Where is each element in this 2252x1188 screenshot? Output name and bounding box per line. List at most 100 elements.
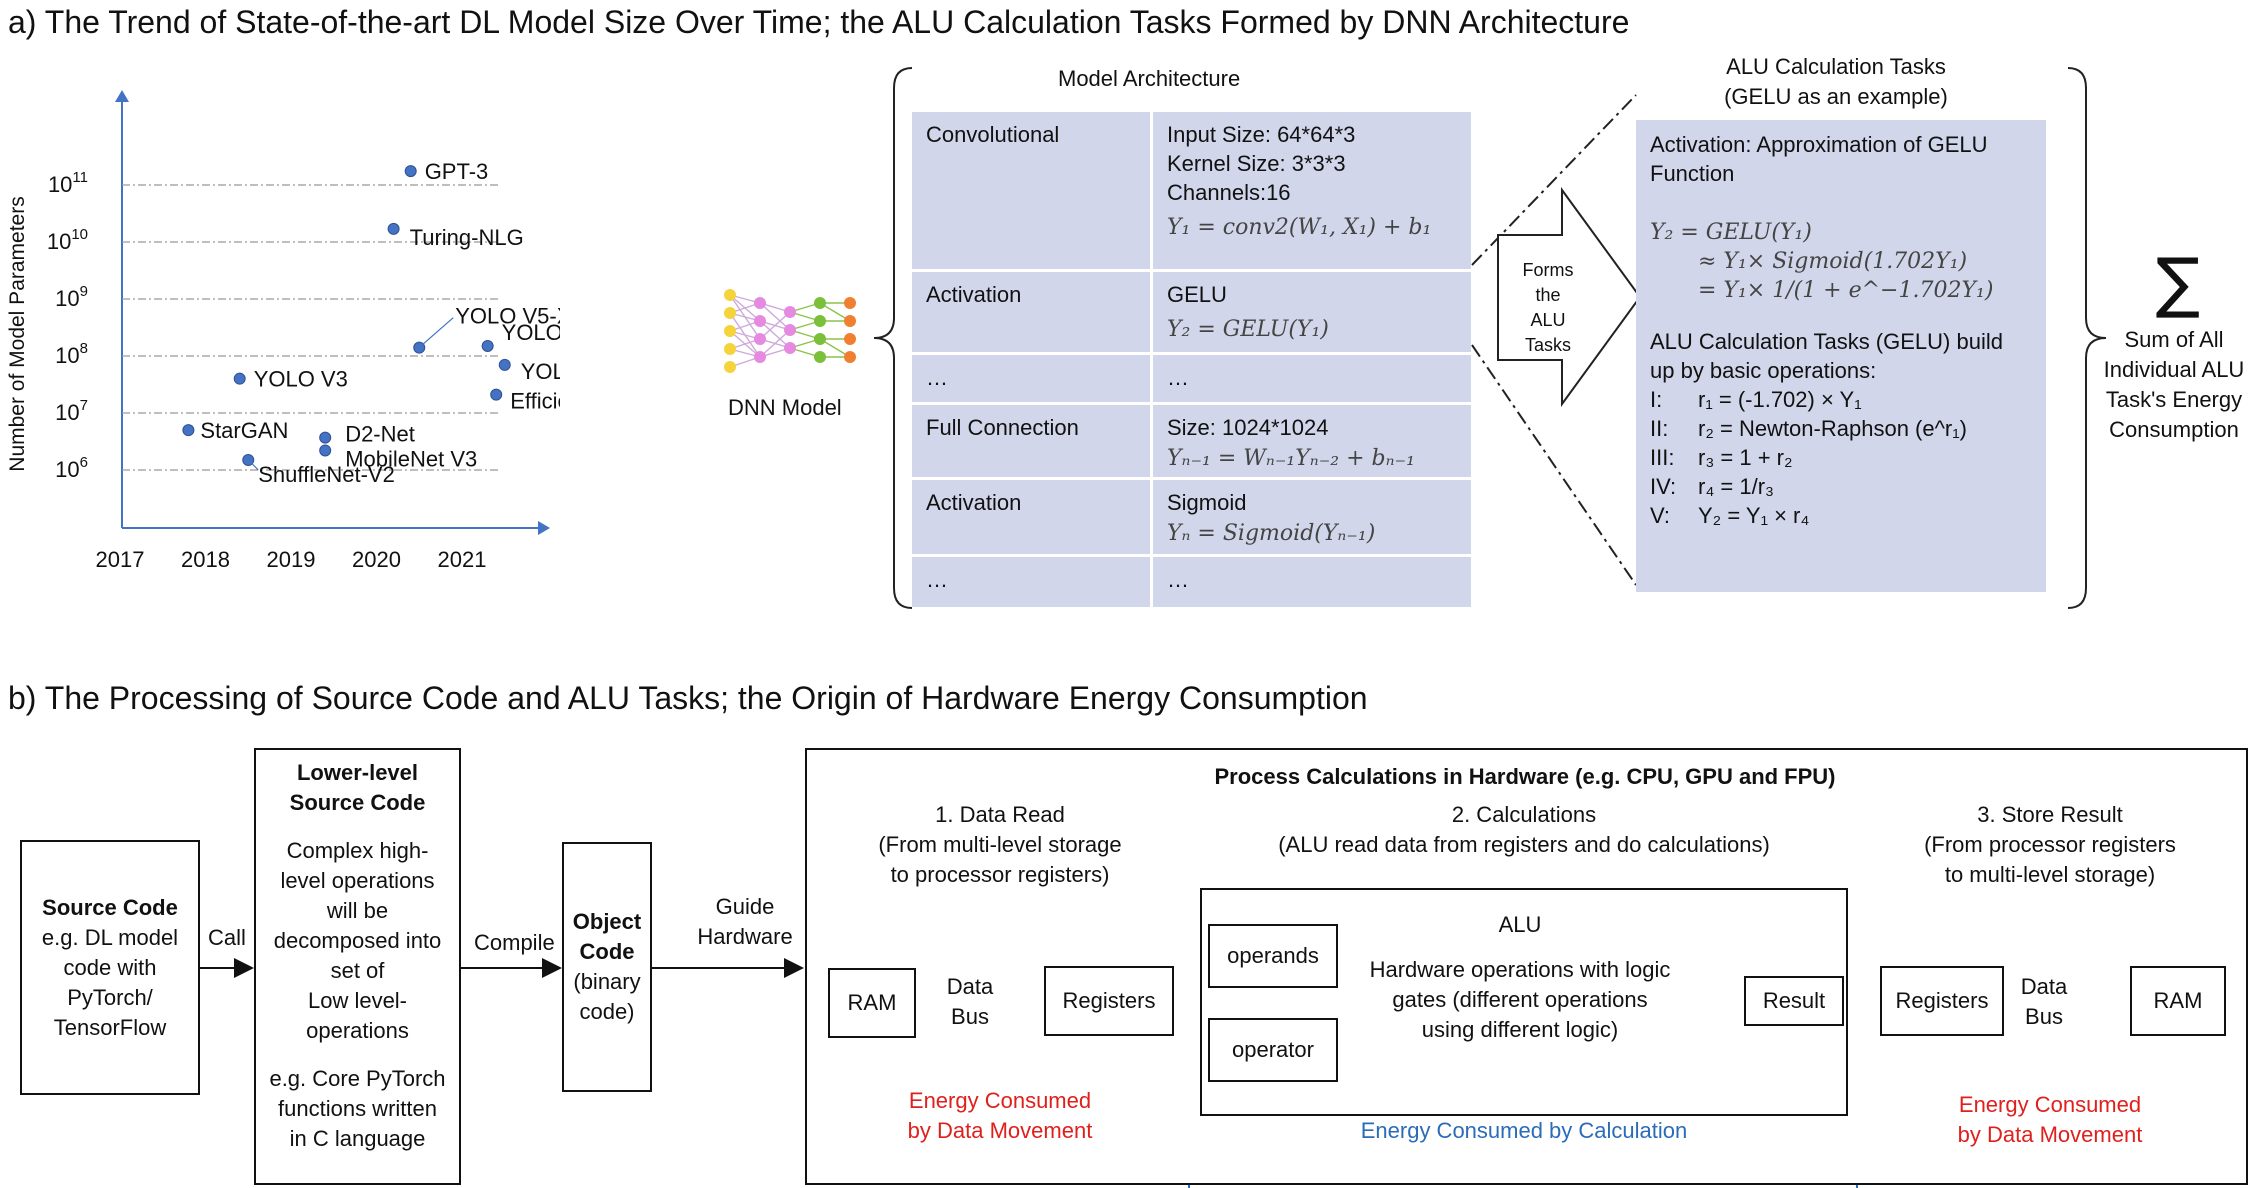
bus-line: Data bbox=[946, 974, 994, 999]
guide-hardware-label: Guide Hardware bbox=[690, 892, 800, 952]
layer-detail-ellipsis: … bbox=[1153, 355, 1471, 402]
energy-data-movement-store: Energy Consumed by Data Movement bbox=[1864, 1090, 2236, 1150]
detail-line: Kernel Size: 3*3*3 bbox=[1167, 151, 1346, 176]
sum-symbol: ∑ bbox=[2155, 244, 2201, 321]
box-line: e.g. DL model bbox=[41, 924, 179, 950]
alu-line: gates (different operations bbox=[1392, 987, 1648, 1012]
calculations-heading: 2. Calculations (ALU read data from regi… bbox=[1190, 800, 1858, 860]
box-line: code) bbox=[579, 999, 635, 1024]
section-a-title: a) The Trend of State-of-the-art DL Mode… bbox=[8, 4, 1630, 40]
detail-line: Sigmoid bbox=[1167, 490, 1247, 515]
data-label: GPT-3 bbox=[425, 159, 489, 184]
alu-line: using different logic) bbox=[1421, 1017, 1619, 1042]
call-label: Call bbox=[208, 925, 246, 950]
detail-line: Input Size: 64*64*3 bbox=[1167, 122, 1356, 147]
data-point bbox=[481, 339, 494, 352]
hardware-title: Process Calculations in Hardware (e.g. C… bbox=[1214, 764, 1836, 789]
label-line: Guide bbox=[715, 894, 775, 919]
box-line: will be bbox=[326, 898, 389, 923]
box-line: Complex high- bbox=[286, 838, 429, 863]
layer-name-full-connection: Full Connection bbox=[912, 405, 1150, 477]
detail-line: … bbox=[1167, 567, 1189, 592]
box-title: Source Code bbox=[289, 790, 426, 815]
alu-description: Hardware operations with logic gates (di… bbox=[1350, 955, 1690, 1045]
operands-box: operands bbox=[1208, 924, 1338, 988]
build-line: up by basic operations: bbox=[1650, 358, 1877, 383]
x-tick-label: 2019 bbox=[267, 547, 316, 572]
operator-box: operator bbox=[1208, 1018, 1338, 1082]
activation-line: Activation: Approximation of GELU bbox=[1650, 132, 1988, 157]
box-line: level operations bbox=[280, 868, 435, 893]
alu-tasks-panel: Activation: Approximation of GELU Functi… bbox=[1636, 120, 2046, 592]
layer-formula: Yₙ = Sigmoid(Yₙ₋₁) bbox=[1167, 521, 1376, 546]
layer-detail-convolutional: Input Size: 64*64*3 Kernel Size: 3*3*3 C… bbox=[1153, 112, 1471, 269]
data-point bbox=[387, 222, 400, 235]
box-line: (binary bbox=[573, 969, 641, 994]
detail-line: GELU bbox=[1167, 282, 1227, 307]
box-line: in C language bbox=[289, 1126, 426, 1151]
heading-line: to multi-level storage) bbox=[1944, 862, 2156, 887]
box-line: code with bbox=[63, 954, 157, 980]
layer-name-activation-sigmoid: Activation bbox=[912, 480, 1150, 554]
data-label: Turing-NLG bbox=[410, 225, 524, 250]
box-title: Object bbox=[572, 909, 642, 934]
layer-detail-ellipsis-2: … bbox=[1153, 557, 1471, 607]
arrow-text: Tasks bbox=[1524, 335, 1571, 355]
data-bus-label-store: Data Bus bbox=[2004, 972, 2084, 1032]
arrow-text: the bbox=[1535, 285, 1561, 305]
heading-line: to processor registers) bbox=[890, 862, 1110, 887]
data-bus-label-read: Data Bus bbox=[930, 972, 1010, 1032]
layer-name-convolutional: Convolutional bbox=[912, 112, 1150, 269]
y-axis-arrowhead bbox=[115, 90, 129, 102]
alu-line: Hardware operations with logic bbox=[1369, 957, 1671, 982]
dnn-model-icon bbox=[724, 289, 856, 373]
op-text: r₂ = Newton-Raphson (e^r₁) bbox=[1698, 416, 1967, 441]
compile-label: Compile bbox=[474, 930, 555, 955]
registers-box-store: Registers bbox=[1880, 966, 2004, 1036]
data-point bbox=[490, 388, 503, 401]
layer-detail-full-connection: Size: 1024*1024 Yₙ₋₁ = Wₙ₋₁Yₙ₋₂ + bₙ₋₁ bbox=[1153, 405, 1471, 477]
energy-line: by Data Movement bbox=[1957, 1122, 2143, 1147]
op-text: Y₂ = Y₁ × r₄ bbox=[1698, 503, 1810, 528]
energy-calculation: Energy Consumed by Calculation bbox=[1360, 1118, 1688, 1143]
layer-name-ellipsis: … bbox=[912, 355, 1150, 402]
layer-detail-gelu: GELU Y₂ = GELU(Y₁) bbox=[1153, 272, 1471, 352]
registers-box-read: Registers bbox=[1044, 966, 1174, 1036]
bus-line: Data bbox=[2020, 974, 2068, 999]
box-line: PyTorch/ bbox=[67, 984, 153, 1010]
sum-text: Sum of All Individual ALU Task's Energy … bbox=[2096, 325, 2252, 445]
box-title: Code bbox=[579, 939, 635, 964]
layer-name-activation-gelu: Activation bbox=[912, 272, 1150, 352]
data-point bbox=[233, 372, 246, 385]
x-tick-label: 2017 bbox=[96, 547, 145, 572]
sum-line: Sum of All bbox=[2124, 327, 2224, 352]
ram-box-read: RAM bbox=[828, 968, 916, 1038]
op-number: III: bbox=[1650, 445, 1675, 470]
op-text: r₄ = 1/r₃ bbox=[1698, 474, 1775, 499]
heading-line: (From processor registers bbox=[1924, 832, 2176, 857]
data-point bbox=[319, 431, 332, 444]
heading-line: 1. Data Read bbox=[935, 802, 1065, 827]
op-text: r₁ = (-1.702) × Y₁ bbox=[1698, 387, 1862, 412]
data-label: EfficientNet-V2 bbox=[510, 389, 560, 414]
op-number: IV: bbox=[1650, 474, 1677, 499]
box-line: set of bbox=[330, 958, 385, 983]
energy-line: Energy Consumed bbox=[1958, 1092, 2142, 1117]
box-line: TensorFlow bbox=[53, 1014, 167, 1040]
detail-line: Channels:16 bbox=[1167, 180, 1291, 205]
bus-line: Bus bbox=[951, 1004, 989, 1029]
section-a-braces bbox=[873, 67, 2107, 609]
x-tick-label: 2021 bbox=[438, 547, 487, 572]
layer-name-text: … bbox=[926, 365, 948, 390]
heading-line: (GELU as an example) bbox=[1724, 84, 1948, 109]
layer-formula: Y₂ = GELU(Y₁) bbox=[1167, 317, 1329, 342]
op-number: V: bbox=[1650, 503, 1670, 528]
ram-box-store: RAM bbox=[2130, 966, 2226, 1036]
heading-line: 2. Calculations bbox=[1451, 802, 1597, 827]
energy-line: Energy Consumed bbox=[908, 1088, 1092, 1113]
sum-line: Task's Energy bbox=[2105, 387, 2243, 412]
layer-name-text: Full Connection bbox=[926, 415, 1079, 440]
detail-line: Size: 1024*1024 bbox=[1167, 415, 1329, 440]
energy-line: by Data Movement bbox=[907, 1118, 1093, 1143]
layer-formula: Y₁ = conv2(W₁, X₁) + b₁ bbox=[1167, 215, 1432, 240]
